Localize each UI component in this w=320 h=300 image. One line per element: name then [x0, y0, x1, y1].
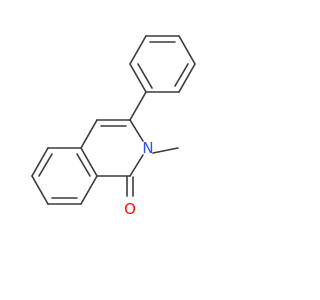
molecule-structure: N O: [31, 35, 196, 218]
bond-n2-c1: [129, 154, 144, 177]
bond-ph-2-3: [129, 35, 147, 65]
bond-c8a-c4a-inner: [76, 153, 91, 177]
bond-c4a-c4: [80, 119, 98, 149]
bond-n2-methyl: [152, 147, 179, 154]
bond-ph-4-5: [178, 35, 196, 65]
bond-c6-c7: [31, 175, 49, 205]
bond-c3-n2: [129, 119, 144, 142]
atom-nitrogen: N: [142, 139, 153, 157]
atom-oxygen: O: [124, 200, 136, 218]
bond-c5-c6: [31, 147, 49, 177]
bond-c3-phenyl: [129, 91, 147, 121]
bond-ph-5-6: [178, 63, 196, 93]
bond-ph-1-2: [129, 63, 147, 93]
bond-ph-5-6-inner: [174, 63, 189, 87]
bond-c8-c8a: [80, 175, 98, 205]
bond-c8a-c4a: [80, 147, 98, 177]
bond-ph-1-2-inner: [137, 63, 153, 89]
bond-c5-c6-inner: [38, 153, 53, 177]
